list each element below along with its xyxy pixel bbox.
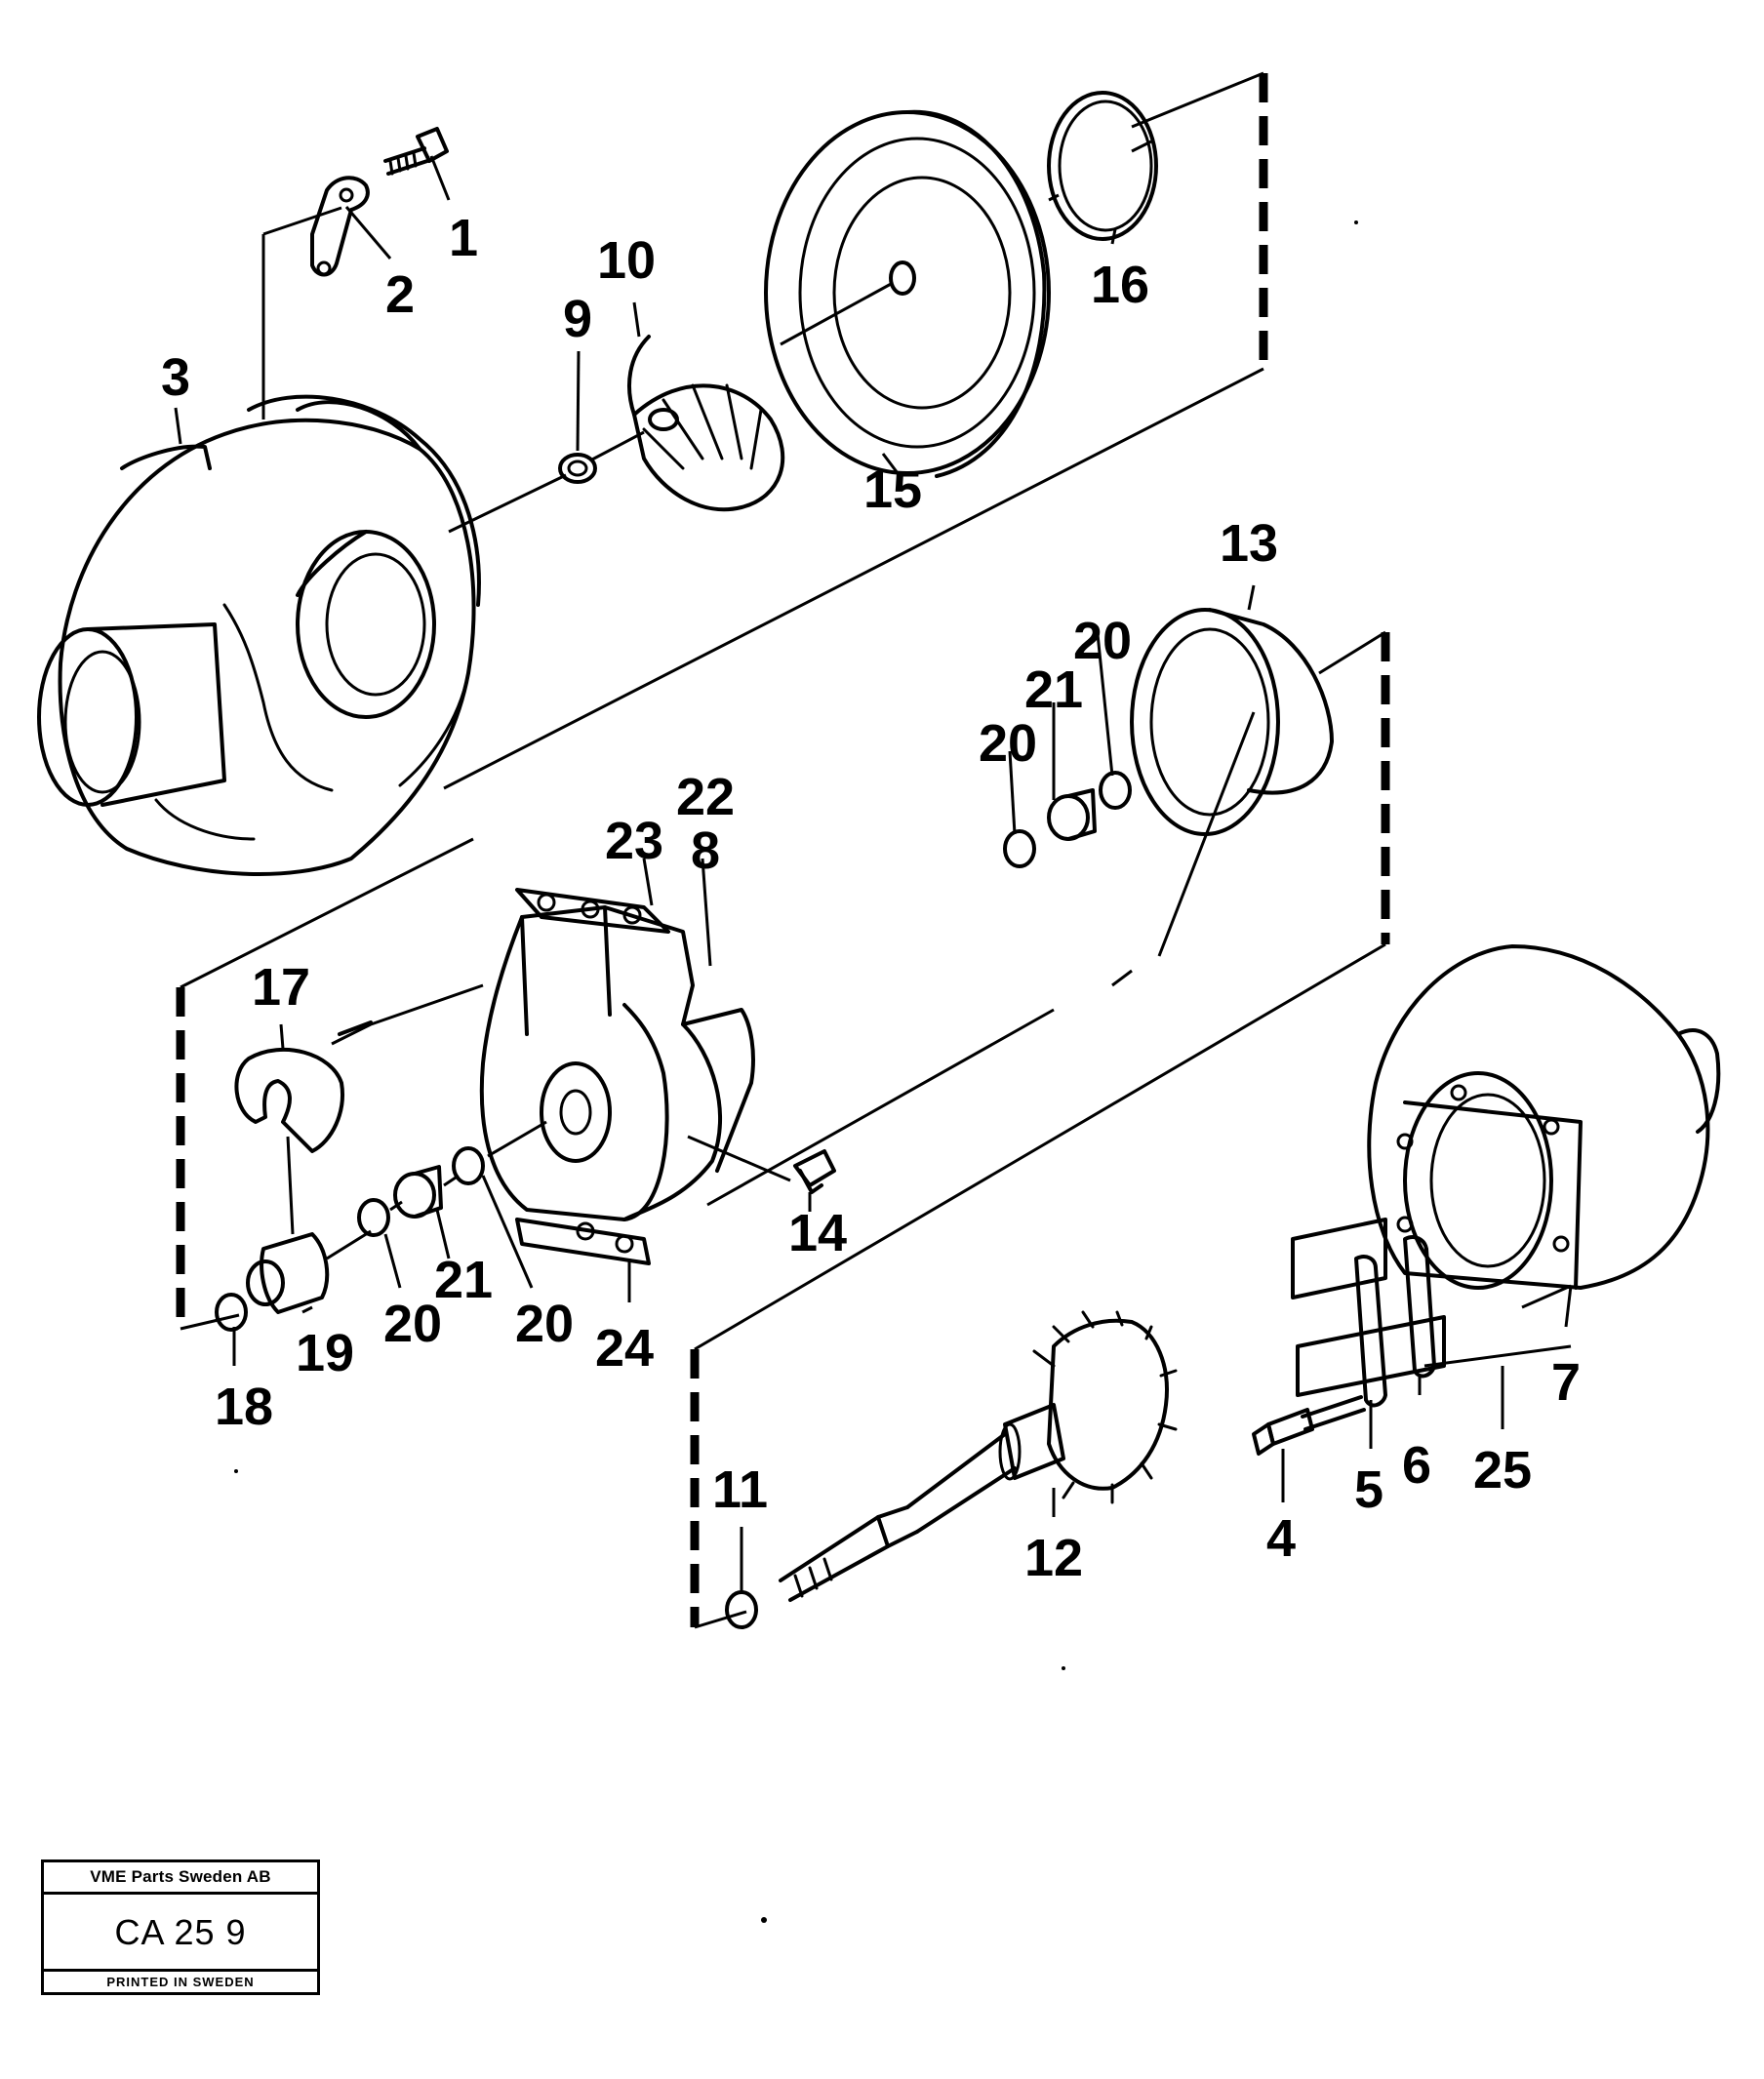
turbine-shaft-wheel [725,1310,1178,1629]
callout-17: 17 [252,958,310,1017]
callout-20-lower-left: 20 [383,1295,442,1353]
callout-20-lower-right: 20 [515,1295,574,1353]
callout-14: 14 [788,1204,847,1262]
callout-15: 15 [863,460,922,519]
callout-20-upper-right: 20 [1073,612,1132,670]
o-ring [1047,91,1158,241]
scan-specks [234,220,1358,1923]
callout-21-lower: 21 [434,1251,493,1309]
callout-leaders [174,155,1573,1592]
callout-24: 24 [595,1319,654,1378]
callout-18: 18 [215,1378,273,1436]
bearing-set-lower [215,1120,547,1332]
center-housing [479,888,755,1265]
callout-3: 3 [161,348,190,407]
compressor-wheel [558,335,785,512]
callout-4: 4 [1266,1509,1296,1568]
callout-5: 5 [1354,1460,1383,1519]
callout-9: 9 [563,290,592,348]
stamp-printed-note: PRINTED IN SWEDEN [44,1969,317,1992]
callout-6: 6 [1402,1436,1431,1495]
callout-20-upper-left: 20 [979,714,1037,773]
callout-23: 23 [605,812,663,870]
bracket-and-bolt [310,127,449,277]
assembly-boundary-lines [176,71,1390,1629]
callout-22: 22 [676,768,735,826]
callout-11: 11 [712,1460,768,1519]
callout-12: 12 [1024,1529,1083,1587]
callout-2: 2 [385,265,415,324]
callout-16: 16 [1091,256,1149,314]
screw [687,1135,836,1194]
turbine-housing [1252,944,1721,1456]
heat-shield [1130,608,1334,836]
callout-25: 25 [1473,1441,1532,1499]
publisher-stamp: VME Parts Sweden AB CA 25 9 PRINTED IN S… [41,1859,320,1995]
stamp-company: VME Parts Sweden AB [44,1862,317,1895]
callout-8: 8 [691,821,720,880]
seal-plate [234,983,484,1153]
callout-1: 1 [449,209,478,267]
callout-7: 7 [1551,1353,1581,1412]
callout-19: 19 [296,1324,354,1382]
compressor-housing [37,394,481,877]
bearing-set-upper [1003,771,1132,868]
callout-labels: 1 2 3 4 5 6 7 8 9 10 11 12 13 14 15 16 1… [161,209,1581,1587]
callout-10: 10 [597,231,656,290]
callout-21-upper: 21 [1024,660,1083,719]
back-plate [764,109,1051,478]
callout-13: 13 [1220,514,1278,573]
stamp-drawing-code: CA 25 9 [114,1912,247,1952]
